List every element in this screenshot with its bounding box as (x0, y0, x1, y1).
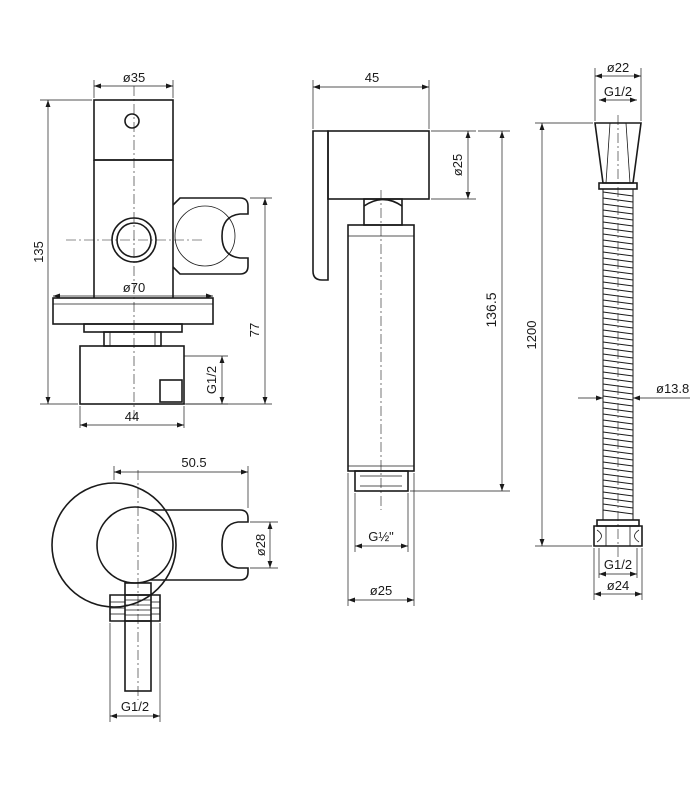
dim-label-valve-thread: G1/2 (204, 366, 219, 394)
dim-label-top-thread: G1/2 (121, 699, 149, 714)
dim-label-body-diameter: ø25 (370, 583, 392, 598)
sprayer-view: 45 ø25 136.5 G½" ø25 (312, 70, 510, 606)
dim-label-hose-diameter: ø13.8 (656, 381, 689, 396)
valve-top-view: 50.5 ø28 G1/2 (51, 455, 278, 722)
sprayer-outline (312, 130, 430, 492)
dim-label-hose-top-thread: G1/2 (604, 84, 632, 99)
dim-label-sprayer-height: 136.5 (483, 292, 499, 327)
sprayer-dimension-lines (312, 80, 510, 606)
valve-front-dimension-lines (40, 80, 272, 428)
dim-label-hose-top-diameter: ø22 (607, 60, 629, 75)
dim-label-total-height: 135 (31, 241, 46, 263)
valve-front-centerlines (66, 86, 205, 420)
hose-view: ø22 G1/2 1200 ø13.8 G1/2 ø24 (524, 60, 690, 600)
dim-label-depth: 44 (125, 409, 139, 424)
dim-label-hose-bottom-diameter: ø24 (607, 578, 629, 593)
dim-label-hose-length: 1200 (524, 321, 539, 350)
dim-label-sprayer-width: 45 (365, 70, 379, 85)
dim-label-hose-bottom-thread: G1/2 (604, 557, 632, 572)
valve-top-outline (51, 482, 249, 692)
dim-label-flange-diameter: ø70 (123, 280, 145, 295)
valve-front-outline (52, 99, 249, 405)
dim-label-sprayer-thread: G½" (368, 529, 394, 544)
dim-label-holder-diameter: ø28 (253, 534, 268, 556)
valve-front-view: ø35 135 ø70 77 G1/2 44 (31, 70, 272, 428)
dim-label-top-diameter: ø35 (123, 70, 145, 85)
dim-label-head-diameter: ø25 (450, 154, 465, 176)
dim-label-top-width: 50.5 (181, 455, 206, 470)
dim-label-holder-height: 77 (247, 323, 262, 337)
hose-dimension-lines (535, 68, 690, 600)
valve-top-dimension-lines (109, 466, 278, 722)
